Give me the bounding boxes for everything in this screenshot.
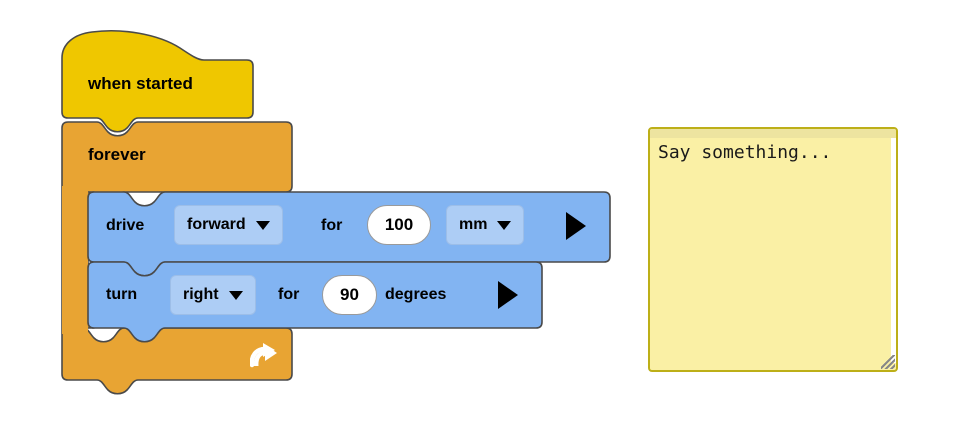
say-textarea-top-band [650, 129, 896, 138]
turn-run-play-icon[interactable] [498, 281, 518, 309]
drive-distance-value: 100 [384, 215, 414, 234]
chevron-down-icon [255, 220, 270, 230]
drive-direction-dropdown[interactable]: forward [174, 205, 283, 245]
forever-inner-spine [62, 186, 88, 334]
chevron-down-icon [228, 290, 243, 300]
drive-distance-input[interactable]: 100 [367, 205, 431, 245]
block-workspace: when started forever drive forward for 1… [61, 29, 611, 395]
drive-direction-value: forward [187, 216, 246, 233]
say-textarea[interactable]: Say something... [648, 127, 898, 372]
drive-unit-dropdown[interactable]: mm [446, 205, 525, 245]
block-shapes [61, 29, 611, 395]
chevron-down-icon [497, 220, 512, 230]
say-textarea-scrollbar[interactable] [891, 138, 896, 363]
drive-run-play-icon[interactable] [566, 212, 586, 240]
loop-arrow-icon [250, 343, 277, 368]
turn-block-shape[interactable] [87, 261, 543, 343]
turn-direction-dropdown[interactable]: right [170, 275, 256, 315]
drive-unit-value: mm [459, 216, 488, 233]
say-textarea-text: Say something... [658, 142, 832, 163]
when-started-block-shape[interactable] [61, 29, 254, 133]
turn-angle-input[interactable]: 90 [322, 275, 377, 315]
turn-angle-value: 90 [340, 285, 359, 304]
resize-grip-icon[interactable] [881, 355, 895, 369]
turn-direction-value: right [183, 286, 219, 303]
